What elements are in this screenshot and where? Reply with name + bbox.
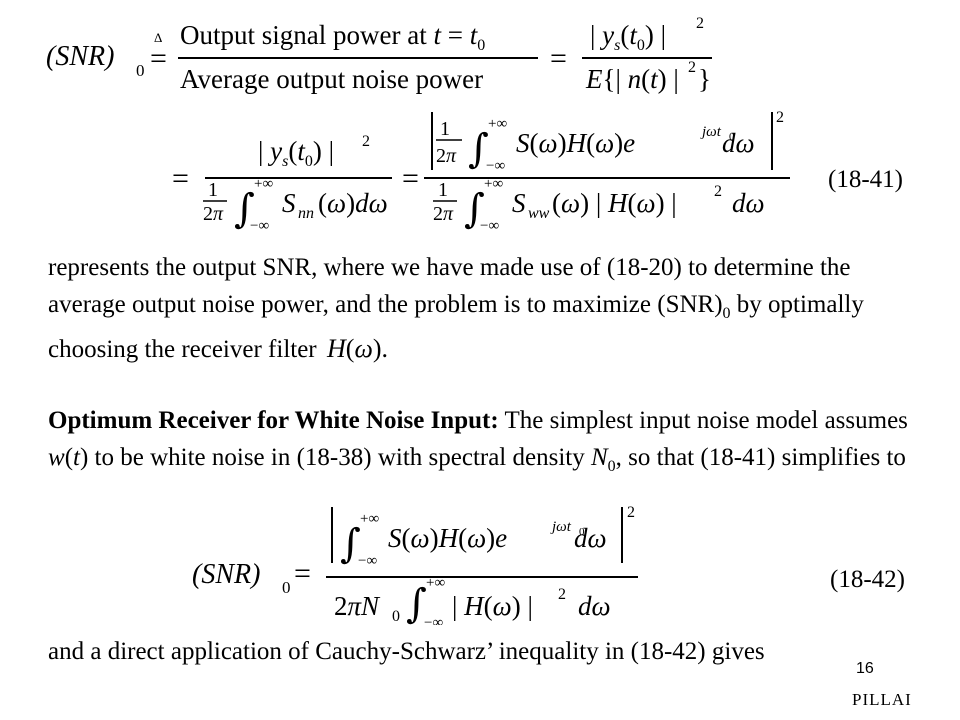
svg-text:S: S (512, 188, 526, 218)
svg-text:S(ω)H(ω)e: S(ω)H(ω)e (388, 523, 507, 553)
svg-text:2: 2 (696, 15, 704, 32)
var-n: N (590, 443, 608, 471)
svg-text:−∞: −∞ (486, 158, 505, 174)
svg-text:2: 2 (776, 109, 784, 126)
svg-text:∫: ∫ (234, 186, 255, 232)
paragraph1-subscript: 0 (722, 304, 731, 322)
svg-text:jωt: jωt (700, 124, 722, 140)
svg-text:=: = (294, 557, 311, 590)
svg-text:+∞: +∞ (488, 116, 507, 132)
svg-text:∫: ∫ (464, 186, 485, 232)
svg-text:2π: 2π (436, 145, 457, 167)
paragraph2-text-c: ) to be white noise in (18-38) with spec… (79, 443, 591, 471)
svg-text:(SNR): (SNR) (46, 41, 114, 72)
filter-h-omega-symbol: H(ω). (326, 334, 388, 363)
author-label: PILLAI (852, 690, 912, 709)
svg-text:(SNR): (SNR) (192, 559, 260, 590)
svg-text:2: 2 (362, 133, 370, 150)
svg-text:1: 1 (208, 179, 218, 201)
paragraph1-text-2: by optimally choosing the receiver filte… (48, 290, 864, 364)
paragraph-cauchy-schwarz: and a direct application of Cauchy-Schwa… (48, 638, 765, 665)
svg-text:dω: dω (574, 523, 607, 553)
svg-text:2π: 2π (203, 203, 224, 225)
svg-text:2: 2 (558, 586, 566, 603)
svg-text:0: 0 (282, 578, 291, 597)
svg-text:1: 1 (440, 118, 450, 140)
svg-text:−∞: −∞ (250, 218, 269, 234)
svg-text:(ω)dω: (ω)dω (318, 188, 388, 218)
svg-text:+∞: +∞ (360, 511, 379, 527)
svg-text:dω: dω (732, 188, 765, 218)
var-n-subscript: 0 (607, 457, 616, 475)
svg-text:ww: ww (528, 205, 550, 222)
svg-text:0: 0 (729, 131, 735, 143)
var-t: t (73, 443, 80, 471)
svg-text:2: 2 (627, 505, 635, 521)
paragraph2-text-d: , so that (18-41) simplifies to (615, 443, 906, 471)
svg-text:=: = (402, 162, 419, 195)
svg-text:2: 2 (688, 59, 696, 76)
svg-text:1: 1 (438, 179, 448, 201)
svg-text:0: 0 (136, 61, 145, 80)
svg-text:dω: dω (578, 591, 611, 621)
paragraph-white-noise: Optimum Receiver for White Noise Input: … (48, 403, 918, 485)
svg-text:Δ: Δ (154, 30, 162, 45)
paragraph-output-snr: represents the output SNR, where we have… (48, 250, 918, 369)
paragraph1-text: represents the output SNR, where we have… (48, 254, 851, 318)
svg-text:0: 0 (579, 526, 585, 538)
svg-text:−∞: −∞ (480, 218, 499, 234)
svg-text:| H(ω) |: | H(ω) | (452, 591, 533, 621)
svg-text:H(ω).: H(ω). (326, 334, 388, 363)
svg-text:jωt: jωt (550, 519, 572, 535)
svg-text:∫: ∫ (406, 581, 427, 625)
svg-text:+∞: +∞ (484, 176, 503, 192)
svg-text:E{| n(t) |: E{| n(t) | (585, 64, 679, 94)
svg-text:=: = (150, 42, 167, 75)
svg-text:(ω) | H(ω) |: (ω) | H(ω) | (552, 188, 677, 218)
snr-definition-row: (SNR) 0 Δ = Output signal power at t = t… (46, 15, 712, 94)
svg-text:0: 0 (392, 608, 400, 625)
equation-number-18-42: (18-42) (830, 566, 905, 593)
snr-expansion-row: = | ys(t0) | 2 1 2π ∫ +∞ −∞ S nn (ω)dω =… (172, 109, 790, 234)
svg-text:Average output noise power: Average output noise power (180, 64, 483, 94)
svg-text:dω: dω (722, 128, 755, 158)
svg-text:−∞: −∞ (424, 615, 443, 625)
svg-text:| ys(t0) |: | ys(t0) | (590, 20, 666, 54)
svg-text:−∞: −∞ (358, 553, 377, 569)
svg-text:2πN: 2πN (334, 591, 381, 621)
svg-text:=: = (172, 162, 189, 195)
svg-text:+∞: +∞ (426, 575, 445, 591)
svg-text:∫: ∫ (468, 126, 489, 172)
svg-text:S(ω)H(ω)e: S(ω)H(ω)e (516, 128, 635, 158)
equation-number-18-41: (18-41) (828, 166, 903, 193)
svg-text:∫: ∫ (340, 521, 361, 567)
section-heading: Optimum Receiver for White Noise Input: (48, 407, 499, 434)
equation-18-42: (SNR) 0 = 2 ∫ +∞ −∞ S(ω)H(ω)e jωt 0 dω 2… (192, 505, 638, 625)
svg-text:S: S (282, 188, 296, 218)
equation-18-41: (SNR) 0 Δ = Output signal power at t = t… (46, 15, 790, 234)
var-w: w (48, 443, 65, 471)
svg-text:}: } (698, 64, 711, 94)
svg-text:=: = (550, 42, 567, 75)
page-number: 16 (856, 660, 874, 677)
svg-text:2: 2 (714, 183, 722, 200)
svg-text:+∞: +∞ (254, 176, 273, 192)
svg-text:Output signal power at t = t0: Output signal power at t = t0 (180, 20, 485, 54)
svg-text:| ys(t0) |: | ys(t0) | (258, 136, 334, 170)
paragraph2-text-b: ( (64, 443, 74, 471)
svg-text:nn: nn (298, 205, 314, 222)
paragraph2-text-a: The simplest input noise model assumes (498, 407, 908, 434)
svg-text:2π: 2π (433, 203, 454, 225)
